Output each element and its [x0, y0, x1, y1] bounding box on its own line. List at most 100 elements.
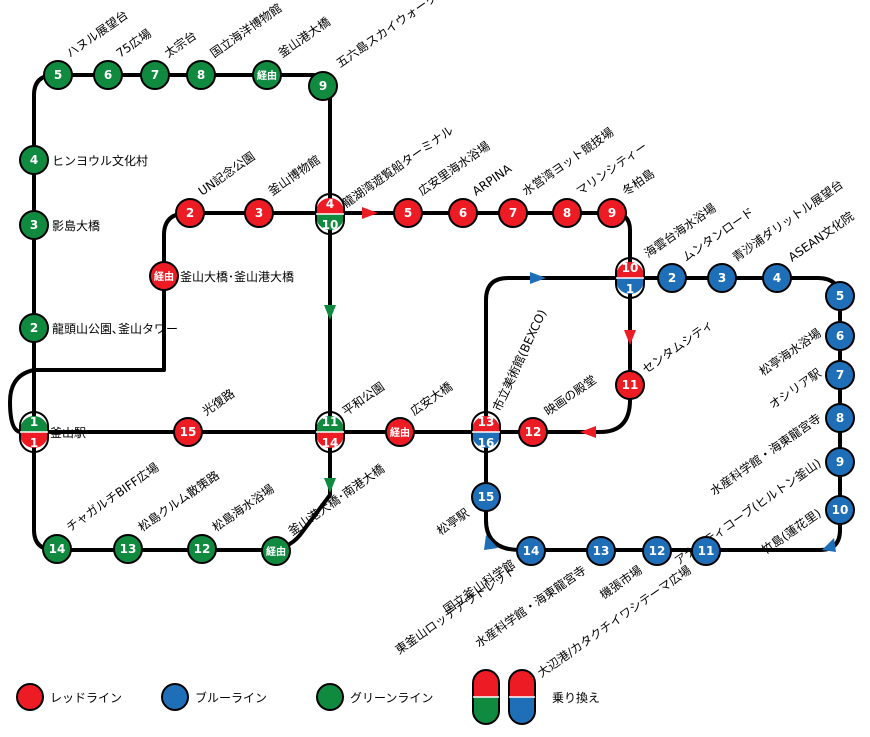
station-number: 4	[30, 153, 38, 167]
transfer-label: 市立美術館(BEXCO)	[489, 307, 549, 413]
station-number: 9	[608, 206, 616, 220]
station-number: 3	[255, 206, 263, 220]
transfer-top	[472, 416, 500, 432]
station-marker	[186, 60, 216, 90]
station-marker	[175, 198, 205, 228]
station-marker	[825, 447, 855, 477]
station-number: 3	[30, 218, 38, 232]
legend-swatch	[16, 683, 44, 711]
transfer-bottom	[316, 214, 344, 230]
station-marker	[393, 198, 423, 228]
station-label: センタムシティ	[640, 317, 716, 376]
station-label: 五六島スカイウォーク	[333, 0, 440, 70]
transfer-bottom-number: 14	[322, 436, 339, 450]
station-label: 光復路	[199, 386, 237, 419]
station-marker	[93, 60, 123, 90]
transfer-label: 釜山駅	[50, 425, 86, 440]
legend-capsule-bottom	[473, 697, 499, 724]
station-marker	[825, 360, 855, 390]
station-marker	[113, 534, 143, 564]
transfer-bottom	[472, 432, 500, 448]
station-label: ヒンヨウル文化村	[52, 153, 148, 168]
station-label: 釜山港大橋	[275, 14, 333, 61]
station-b14b[interactable]: 国立釜山科学館	[440, 556, 517, 616]
station-number: 15	[180, 425, 197, 439]
transfer-top	[316, 198, 344, 214]
station-r-via1[interactable]: 経由釜山大橋･釜山港大橋	[149, 261, 294, 291]
legend-capsule-bottom	[509, 697, 535, 724]
station-label: 水産科学館・海東龍宮寺	[707, 410, 824, 498]
legend-swatch	[161, 683, 189, 711]
station-marker	[516, 536, 546, 566]
station-number: 4	[773, 271, 781, 285]
station-marker	[471, 482, 501, 512]
station-label: 水営湾ヨット競技場	[519, 124, 616, 198]
station-number: 6	[836, 329, 844, 343]
station-number: 3	[718, 271, 726, 285]
transfer-bottom-number: 16	[478, 436, 495, 450]
station-number: 15	[478, 490, 495, 504]
station-marker	[518, 417, 548, 447]
station-b5[interactable]: 5	[825, 281, 855, 311]
transfer-label: 平和公園	[340, 379, 387, 418]
station-label: オシリア駅	[767, 366, 824, 412]
station-g9[interactable]: 9 五六島スカイウォーク	[308, 0, 440, 101]
station-g4[interactable]: 4 ヒンヨウル文化村	[19, 145, 148, 175]
station-marker	[149, 261, 179, 291]
station-number: 2	[186, 206, 194, 220]
transfer-top-number: 11	[322, 415, 339, 429]
station-label: 太宗台	[161, 28, 199, 61]
station-number: 7	[509, 206, 517, 220]
station-marker	[597, 198, 627, 228]
station-marker	[19, 145, 49, 175]
station-number: 8	[836, 411, 844, 425]
station-number: 9	[319, 79, 327, 93]
transfer-t-pyeonghwa[interactable]: 11 14 平和公園	[315, 379, 387, 453]
station-number: 10	[832, 503, 849, 517]
station-label: ARPINA	[470, 161, 515, 198]
legend-item-transfer: 乗り換え	[472, 669, 600, 725]
station-marker	[252, 60, 282, 90]
transfer-top	[316, 416, 344, 432]
transfer-bottom	[616, 278, 644, 294]
station-number: 11	[622, 378, 639, 392]
legend-label: ブルーライン	[195, 690, 267, 705]
station-label: 釜山博物館	[265, 152, 323, 199]
transfer-bottom	[316, 432, 344, 448]
station-number: 8	[563, 206, 571, 220]
legend: レッドラインブルーライングリーンライン乗り換え	[16, 669, 600, 725]
transfer-label: 海雲台海水浴場	[641, 200, 718, 260]
station-marker	[173, 417, 203, 447]
legend-item-green: グリーンライン	[316, 683, 433, 711]
station-marker	[187, 534, 217, 564]
station-label: 釜山大橋･釜山港大橋	[180, 269, 294, 284]
arrow-left-red	[580, 426, 596, 438]
legend-item-blue: ブルーライン	[161, 683, 267, 711]
station-label: 国立釜山科学館	[440, 556, 517, 616]
station-marker	[657, 263, 687, 293]
direction-arrows	[324, 207, 836, 552]
station-number: 2	[668, 271, 676, 285]
station-label: 龍頭山公園､釜山タワー	[52, 321, 178, 336]
green-line-track	[32, 73, 332, 417]
station-number: 経由	[257, 69, 277, 82]
legend-swatch	[316, 683, 344, 711]
station-number: 5	[836, 289, 844, 303]
station-marker	[244, 198, 274, 228]
arrow-right-red	[362, 207, 378, 219]
legend-label: グリーンライン	[350, 691, 433, 705]
station-marker	[691, 536, 721, 566]
station-marker	[19, 210, 49, 240]
transfer-bottom-number: 1	[626, 282, 634, 296]
loop-track-2	[32, 211, 316, 372]
